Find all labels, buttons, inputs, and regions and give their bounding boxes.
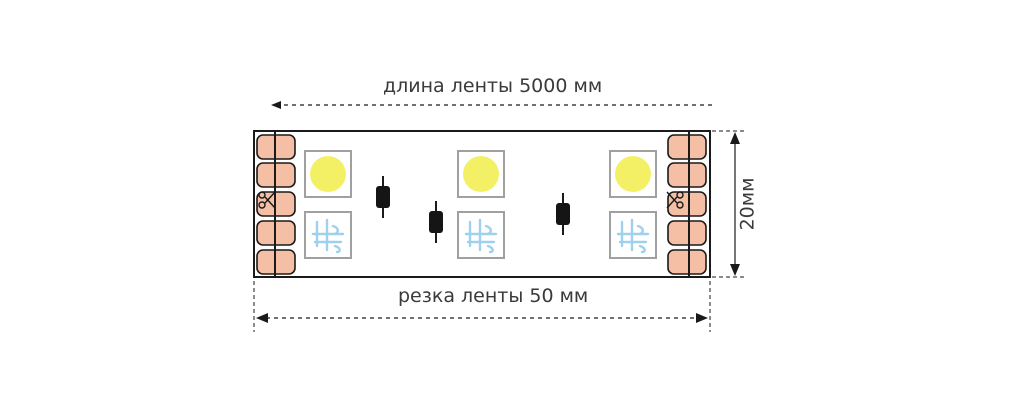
resistor: [556, 193, 570, 235]
led-chip-cool: [609, 211, 657, 259]
scissors-icon: [666, 191, 684, 209]
led-chip-warm: [609, 150, 657, 198]
led-chip-cool: [457, 211, 505, 259]
strip-width-label: 20мм: [736, 177, 759, 231]
solder-pad: [667, 162, 707, 188]
solder-pad: [667, 220, 707, 246]
cut-dimension: [253, 281, 711, 332]
resistor: [376, 176, 390, 218]
right-solder-pads: [667, 134, 707, 275]
solder-pad: [667, 191, 707, 217]
led-chip-warm: [304, 150, 352, 198]
resistor: [429, 201, 443, 243]
cut-length-label: резка ленты 50 мм: [398, 285, 589, 307]
led-chip-cool: [304, 211, 352, 259]
strip-length-label: длина ленты 5000 мм: [383, 75, 603, 97]
led-chip-warm: [457, 150, 505, 198]
solder-pad: [667, 249, 707, 275]
scissors-icon: [258, 191, 276, 209]
width-dimension: [712, 130, 745, 278]
solder-pad: [667, 134, 707, 160]
